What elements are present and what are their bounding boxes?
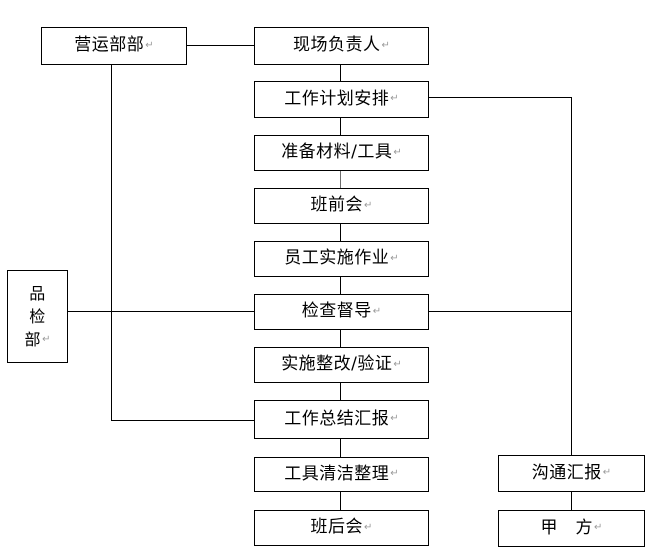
node-communication-report[interactable]: 沟通汇报↵ xyxy=(498,455,645,492)
edge-pre-shift-to-staff-work xyxy=(340,223,342,241)
node-work-plan[interactable]: 工作计划安排↵ xyxy=(254,81,429,118)
node-quality-dept-char-0: 品 xyxy=(29,283,46,303)
node-prepare-materials-label: 准备材料/工具 xyxy=(281,142,393,163)
edge-work-summary-to-tool-cleanup xyxy=(340,439,342,457)
pilcrow-mark: ↵ xyxy=(364,199,373,211)
node-quality-dept-char-2: 部↵ xyxy=(25,328,51,351)
node-client[interactable]: 甲 方↵ xyxy=(498,510,645,547)
pilcrow-mark: ↵ xyxy=(602,467,612,479)
node-work-plan-label: 工作计划安排 xyxy=(284,88,390,109)
node-quality-dept-char-2-text: 部 xyxy=(24,330,42,350)
pilcrow-mark: ↵ xyxy=(372,305,382,317)
node-pre-shift-meeting[interactable]: 班前会↵ xyxy=(254,188,429,224)
node-inspection[interactable]: 检查督导↵ xyxy=(254,294,429,330)
node-tool-cleanup[interactable]: 工具清洁整理↵ xyxy=(254,457,429,492)
edge-work-plan-to-right-channel xyxy=(428,97,572,99)
pilcrow-mark: ↵ xyxy=(594,522,603,534)
edge-prepare-materials-to-pre-shift-meeting xyxy=(340,170,342,188)
node-rectification-label: 实施整改/验证 xyxy=(281,354,393,375)
node-work-summary[interactable]: 工作总结汇报↵ xyxy=(254,400,429,439)
node-operations-dept[interactable]: 营运部部↵ xyxy=(41,27,187,65)
edge-work-plan-to-prepare-materials xyxy=(340,117,342,135)
edge-operations-vertical-channel xyxy=(111,64,113,421)
pilcrow-mark: ↵ xyxy=(145,39,154,51)
edge-site-manager-to-work-plan xyxy=(340,64,342,81)
pilcrow-mark: ↵ xyxy=(393,358,402,370)
node-inspection-label: 检查督导 xyxy=(301,301,372,322)
edge-operations-to-site-manager xyxy=(186,45,255,47)
edge-left-channel-to-work-summary xyxy=(111,420,254,422)
edge-rectification-to-work-summary xyxy=(340,382,342,400)
pilcrow-mark: ↵ xyxy=(390,252,399,264)
node-prepare-materials[interactable]: 准备材料/工具↵ xyxy=(254,135,429,171)
node-work-summary-label: 工作总结汇报 xyxy=(284,408,390,429)
edge-inspection-to-rectification xyxy=(340,329,342,347)
pilcrow-mark: ↵ xyxy=(393,146,402,158)
node-operations-dept-label: 营运部部 xyxy=(74,35,145,56)
node-quality-dept-char-1: 检 xyxy=(29,306,46,326)
node-staff-work[interactable]: 员工实施作业↵ xyxy=(254,241,429,277)
pilcrow-mark: ↵ xyxy=(390,468,399,480)
edge-tool-cleanup-to-post-shift-meeting xyxy=(340,492,342,510)
edge-right-vertical-channel xyxy=(571,97,573,455)
node-post-shift-meeting-label: 班后会 xyxy=(310,517,364,538)
pilcrow-mark: ↵ xyxy=(381,39,390,51)
node-staff-work-label: 员工实施作业 xyxy=(284,248,390,269)
edge-inspection-to-right-channel xyxy=(428,311,572,313)
node-rectification[interactable]: 实施整改/验证↵ xyxy=(254,347,429,383)
node-communication-report-label: 沟通汇报 xyxy=(531,462,602,483)
pilcrow-mark: ↵ xyxy=(390,413,399,425)
node-quality-dept[interactable]: 品 检 部↵ xyxy=(7,270,68,363)
edge-staff-work-to-inspection xyxy=(340,276,342,294)
node-client-label: 甲 方 xyxy=(540,517,594,538)
pilcrow-mark: ↵ xyxy=(42,334,51,346)
edge-quality-dept-to-inspection xyxy=(68,311,255,313)
pilcrow-mark: ↵ xyxy=(390,93,399,105)
node-site-manager-label: 现场负责人 xyxy=(293,35,381,56)
node-pre-shift-meeting-label: 班前会 xyxy=(310,195,364,216)
node-tool-cleanup-label: 工具清洁整理 xyxy=(284,463,390,484)
edge-communication-report-to-client xyxy=(571,492,573,510)
node-site-manager[interactable]: 现场负责人↵ xyxy=(254,27,429,65)
node-post-shift-meeting[interactable]: 班后会↵ xyxy=(254,510,429,546)
pilcrow-mark: ↵ xyxy=(364,521,373,533)
